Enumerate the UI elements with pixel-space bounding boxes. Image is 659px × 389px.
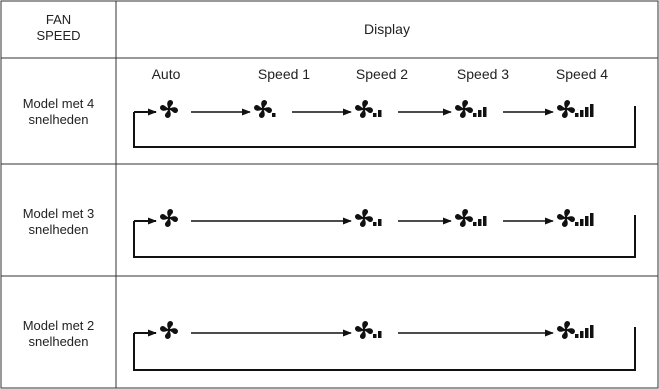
fan-icon [160,100,178,118]
row-name-line1: Model met 4 [22,96,95,111]
speed-bar-icon [378,110,382,117]
header-fan-speed-line2: SPEED [36,28,81,43]
speed-bar-icon [575,222,579,226]
header-fan-speed: FAN SPEED [1,12,116,44]
speed-bar-icon [590,104,594,117]
speed-bar-icon [483,216,487,226]
speed-bar-icon [378,219,382,226]
speed-bar-icon [585,216,589,226]
fan-icon [160,209,178,227]
speed-bar-icon [580,331,584,338]
return-loop [133,106,636,148]
fan-icon [160,321,178,339]
return-loop [133,327,636,371]
header-display: Display [364,21,410,37]
speed-bar-icon [473,222,477,226]
fan-icon [557,100,575,118]
speed-bar-icon [373,222,377,226]
fan-icon [355,100,373,118]
fan-icon [557,209,575,227]
fan-icon [355,209,373,227]
speed-bar-icon [473,113,477,117]
speed-bar-icon [272,113,276,117]
fan-icon [455,100,473,118]
speed-label-auto: Auto [151,66,181,82]
fan-icon [355,321,373,339]
speed-label-speed-4: Speed 4 [555,66,609,82]
speed-bar-icon [590,325,594,338]
speed-bar-icon [378,331,382,338]
row-name-line2: snelheden [28,334,89,349]
return-loop [133,215,636,258]
speed-bar-icon [373,113,377,117]
row-name-line1: Model met 3 [22,206,95,221]
speed-label-speed-3: Speed 3 [456,66,510,82]
speed-bar-icon [580,110,584,117]
speed-bar-icon [478,219,482,226]
speed-bar-icon [590,213,594,226]
header-fan-speed-line1: FAN [45,12,72,27]
speed-bar-icon [575,113,579,117]
speed-label-speed-1: Speed 1 [257,66,311,82]
fan-icon [254,100,272,118]
fan-icon [455,209,473,227]
row-name-3-speeds: Model met 3 snelheden [1,206,116,238]
speed-bar-icon [483,107,487,117]
speed-bar-icon [575,334,579,338]
speed-bar-icon [373,334,377,338]
speed-bar-icon [585,107,589,117]
speed-bar-icon [580,219,584,226]
row-name-4-speeds: Model met 4 snelheden [1,96,116,128]
row-name-2-speeds: Model met 2 snelheden [1,318,116,350]
row-name-line2: snelheden [28,112,89,127]
speed-bar-icon [478,110,482,117]
row-name-line1: Model met 2 [22,318,95,333]
row-name-line2: snelheden [28,222,89,237]
fan-icon [557,321,575,339]
speed-bar-icon [585,328,589,338]
speed-label-speed-2: Speed 2 [355,66,409,82]
